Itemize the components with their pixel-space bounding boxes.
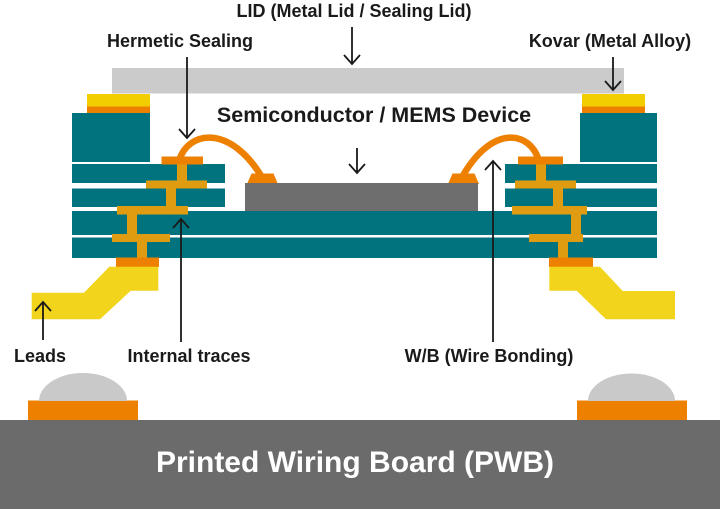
right-trace-3 [529, 234, 583, 242]
left-via-1 [177, 164, 187, 183]
left-via-3 [127, 214, 137, 235]
device-label: Semiconductor / MEMS Device [217, 103, 531, 127]
right-via-3 [571, 214, 581, 235]
wire-bonds [175, 134, 543, 183]
right-trace-2 [512, 206, 587, 215]
left-bottom-pad [116, 257, 159, 267]
pwb-board [0, 420, 720, 509]
ceramic-base-layer-1 [72, 211, 657, 235]
leads [31, 266, 675, 320]
device-arrow-icon [348, 148, 366, 175]
left-lead [31, 266, 159, 320]
right-solder-fillet [588, 373, 675, 401]
ceramic-right-shelf-lower [505, 188, 657, 207]
left-trace-2 [117, 206, 188, 215]
left-trace-1 [146, 180, 207, 189]
left-solder-fillet [39, 373, 127, 401]
right-wire-bond [457, 134, 543, 183]
lid-label: LID (Metal Lid / Sealing Lid) [236, 1, 471, 21]
right-via-2 [553, 188, 563, 207]
right-via-1 [536, 164, 546, 183]
ceramic-right-wall [580, 113, 657, 162]
internal-traces-arrow-icon [172, 217, 190, 342]
kovar-arrow-icon [604, 57, 622, 92]
wire-bonding-label: W/B (Wire Bonding) [405, 346, 574, 366]
right-seal-strip [582, 106, 645, 113]
left-seal-strip [87, 106, 150, 113]
hermetic-sealing-arrow-icon [178, 57, 196, 140]
left-wire-bond [175, 134, 267, 183]
wire-bonding-arrow-icon [484, 159, 502, 342]
left-trace-3 [112, 234, 170, 242]
kovar-left-block [87, 94, 150, 107]
right-lead [549, 266, 675, 320]
lid-arrow-icon [343, 27, 361, 66]
semiconductor-die [245, 183, 478, 211]
leads-arrow-icon [34, 300, 52, 340]
ceramic-left-shelf-upper [72, 164, 225, 183]
ceramic-left-shelf-lower [72, 188, 225, 207]
kovar-right-block [582, 94, 645, 107]
solder-fillets [39, 373, 675, 401]
kovar-seal-rings [87, 94, 645, 107]
pwb-banner-label: Printed Wiring Board (PWB) [156, 446, 554, 479]
hermetic-sealing-label: Hermetic Sealing [107, 31, 253, 51]
pwb-right-land-pad [577, 400, 687, 420]
ceramic-left-wall [72, 113, 150, 162]
internal-traces-label: Internal traces [127, 346, 250, 366]
internal-traces [112, 164, 587, 259]
annotation-arrows [34, 27, 622, 342]
pwb-left-land-pad [28, 400, 138, 420]
ceramic-body [72, 113, 657, 258]
right-trace-1 [515, 180, 576, 189]
right-bottom-pad [549, 257, 593, 267]
ceramic-right-shelf-upper [505, 164, 657, 183]
left-via-2 [166, 188, 176, 207]
right-via-4 [558, 242, 568, 259]
metal-lid [112, 68, 624, 94]
left-via-4 [137, 242, 147, 259]
kovar-label: Kovar (Metal Alloy) [529, 31, 691, 51]
ceramic-base-layer-2 [72, 237, 657, 258]
leads-label: Leads [14, 346, 66, 366]
